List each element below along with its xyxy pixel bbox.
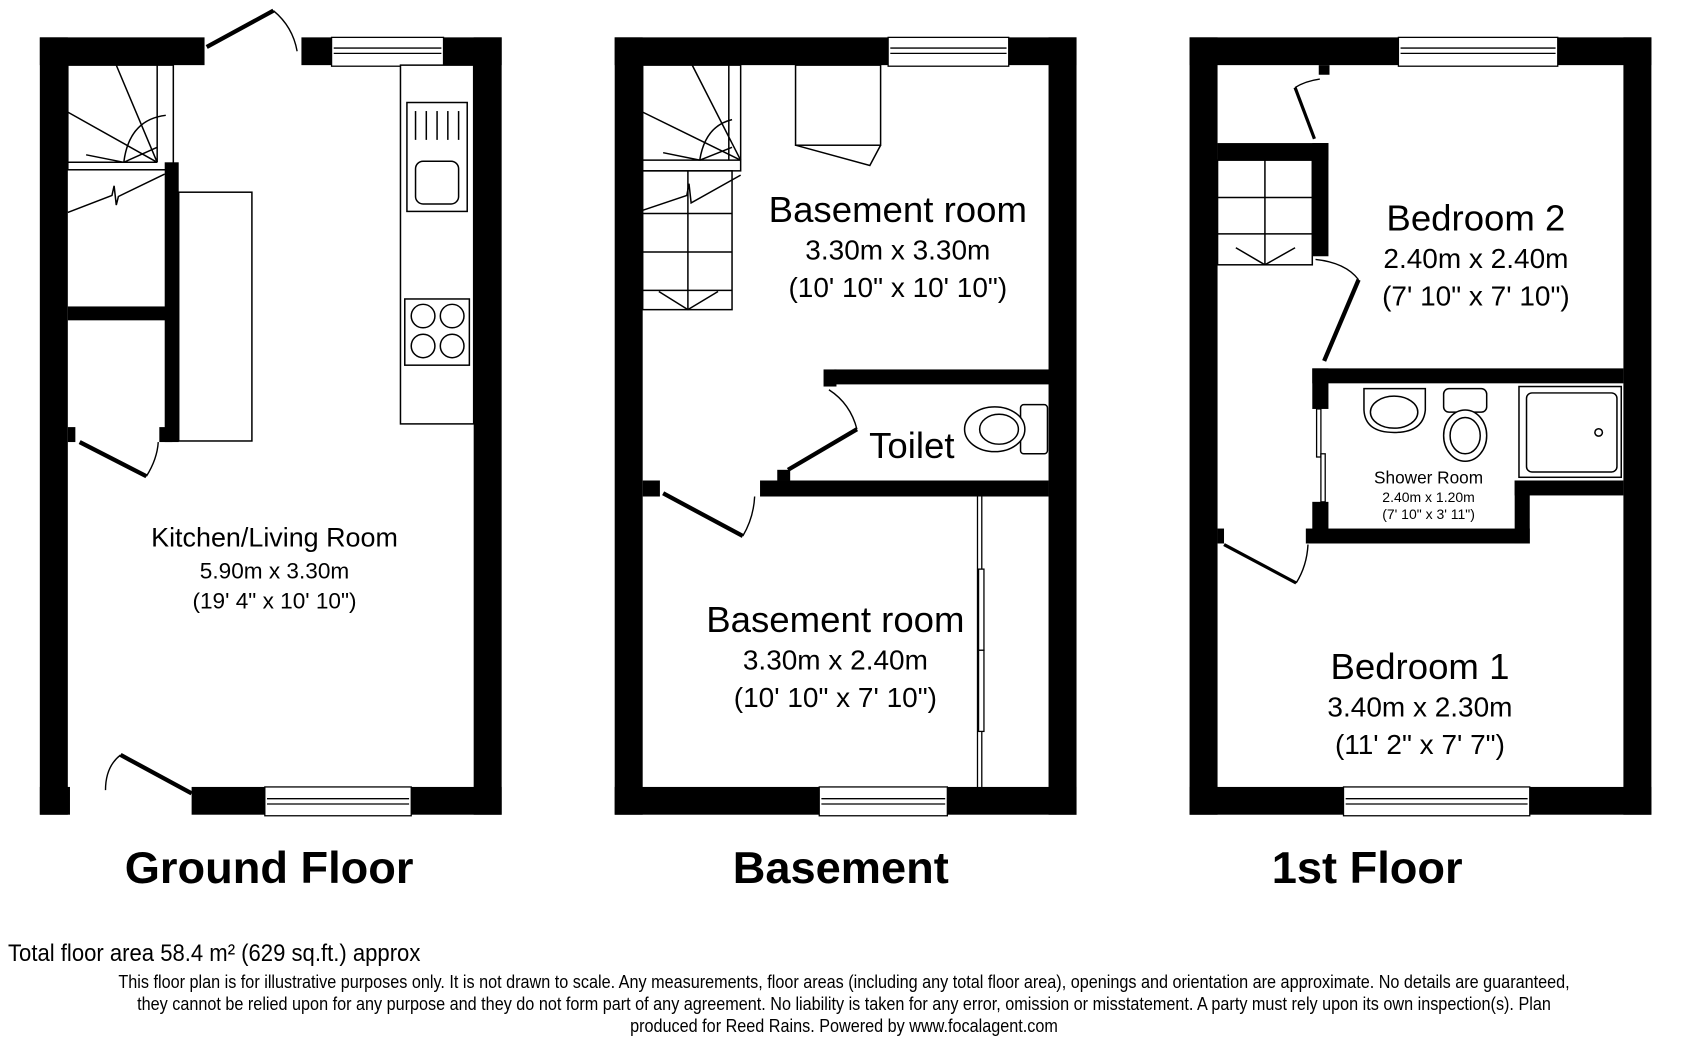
bedroom2-door-icon [1315,258,1361,362]
room-label-kitchen-living: Kitchen/Living Room 5.90m x 3.30m (19' 4… [151,523,398,614]
room-label-bedroom-1: Bedroom 1 3.40m x 2.30m (11' 2" x 7' 7") [1327,646,1512,760]
bedroom1-door-icon [1223,543,1309,585]
window-icon [264,36,445,817]
staircase-icon [641,64,742,311]
svg-text:3.30m x 3.30m: 3.30m x 3.30m [805,235,990,266]
cupboard-door-icon [78,440,159,479]
svg-text:(19' 4" x 10' 10"): (19' 4" x 10' 10") [192,589,356,614]
svg-text:(7' 10" x 7' 10"): (7' 10" x 7' 10") [1382,280,1570,311]
room-label-basement-room-2: Basement room 3.30m x 2.40m (10' 10" x 7… [706,599,964,713]
svg-text:3.40m x 2.30m: 3.40m x 2.30m [1327,692,1512,723]
sink-icon [406,101,468,213]
basement-room-door-icon [662,491,756,538]
front-door-icon [104,753,193,796]
svg-text:(11' 2" x 7' 7"): (11' 2" x 7' 7") [1335,729,1505,760]
first-floor-plan: Bedroom 2 2.40m x 2.40m (7' 10" x 7' 10"… [1189,36,1652,893]
shower-room-door-icon [1315,408,1326,503]
basement-walls [614,37,1077,815]
svg-text:Basement room: Basement room [769,189,1027,230]
ground-floor-plan: Kitchen/Living Room 5.90m x 3.30m (19' 4… [39,8,502,893]
svg-text:(10' 10" x 10' 10"): (10' 10" x 10' 10") [788,272,1007,303]
back-door-icon [205,8,298,52]
floor-title-first: 1st Floor [1272,842,1463,893]
svg-text:Basement room: Basement room [706,599,964,640]
svg-text:Kitchen/Living Room: Kitchen/Living Room [151,523,398,553]
wc-icon [963,403,1049,455]
sliding-wardrobe-icon [976,496,985,787]
first-floor-walls [1189,37,1652,815]
svg-text:Bedroom 2: Bedroom 2 [1386,198,1565,239]
wc-icon [1442,387,1488,463]
cupboard-icon [794,64,882,167]
svg-text:2.40m x 1.20m: 2.40m x 1.20m [1382,489,1474,505]
svg-text:Bedroom 1: Bedroom 1 [1330,646,1509,687]
shower-tray-icon [1518,385,1623,479]
svg-text:(7' 10" x 3' 11"): (7' 10" x 3' 11") [1382,506,1475,522]
svg-text:5.90m x 3.30m: 5.90m x 3.30m [200,559,349,584]
staircase-icon [67,64,175,214]
toilet-door-icon [786,389,859,472]
svg-text:3.30m x 2.40m: 3.30m x 2.40m [743,645,928,676]
room-label-basement-room-1: Basement room 3.30m x 3.30m (10' 10" x 1… [769,189,1027,303]
landing-door-icon [1293,78,1320,140]
floor-title-ground: Ground Floor [125,842,414,893]
window-icon [818,36,1010,817]
svg-text:(10' 10" x 7' 10"): (10' 10" x 7' 10") [734,682,937,713]
svg-text:Shower Room: Shower Room [1374,468,1483,488]
room-label-bedroom-2: Bedroom 2 2.40m x 2.40m (7' 10" x 7' 10"… [1382,198,1570,312]
window-icon [1342,36,1559,817]
ground-floor-walls [39,37,502,815]
staircase-icon [1216,159,1314,266]
svg-text:2.40m x 2.40m: 2.40m x 2.40m [1383,243,1568,274]
room-label-toilet: Toilet [869,425,954,466]
floor-title-basement: Basement [733,842,949,893]
basin-icon [1363,387,1427,434]
hob-icon [404,298,471,366]
island-unit [177,191,253,442]
basement-plan: Basement room 3.30m x 3.30m (10' 10" x 1… [614,36,1077,893]
room-label-shower-room: Shower Room 2.40m x 1.20m (7' 10" x 3' 1… [1374,468,1483,522]
